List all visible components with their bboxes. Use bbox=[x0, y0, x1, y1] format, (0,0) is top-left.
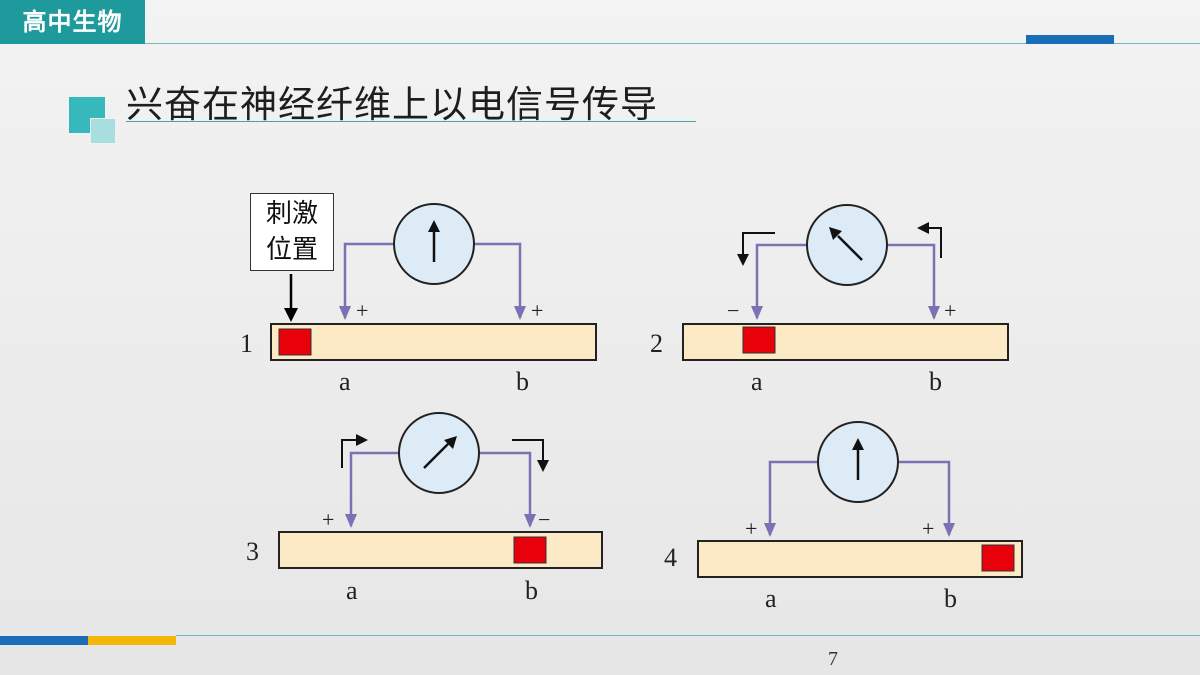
title-decoration-square-small bbox=[90, 118, 116, 144]
electrode-arrowhead bbox=[928, 306, 940, 320]
electrode-arrowhead bbox=[524, 514, 536, 528]
panel-number: 1 bbox=[240, 329, 253, 358]
needle-arrowhead-icon bbox=[428, 220, 440, 232]
stimulus-label-line2: 位置 bbox=[265, 235, 318, 265]
current-arrowhead-icon bbox=[356, 434, 368, 446]
electrode-arrowhead bbox=[764, 523, 776, 537]
electrode-arrowhead bbox=[345, 514, 357, 528]
electrode-wire bbox=[474, 242, 522, 318]
title-underline bbox=[126, 121, 696, 122]
stimulus-label-line1: 刺激 bbox=[265, 199, 318, 229]
label-a: a bbox=[346, 576, 358, 605]
panel-1: 1 a b + + bbox=[240, 203, 597, 396]
sign-right: + bbox=[531, 298, 543, 323]
label-a: a bbox=[751, 367, 763, 396]
label-a: a bbox=[765, 584, 777, 613]
slide-title: 兴奋在神经纤维上以电信号传导 bbox=[126, 83, 658, 126]
needle-arrowhead-icon bbox=[444, 436, 457, 449]
electrode-wire bbox=[898, 460, 951, 535]
label-a: a bbox=[339, 367, 351, 396]
electrode-wire bbox=[887, 243, 936, 318]
electrode-arrowhead bbox=[943, 523, 955, 537]
nerve-fiber bbox=[278, 531, 603, 569]
electrode-arrowhead bbox=[514, 306, 526, 320]
current-direction-arrow bbox=[742, 232, 775, 258]
panel-number: 3 bbox=[246, 537, 259, 566]
current-arrowhead-icon bbox=[537, 460, 549, 472]
current-direction-arrow bbox=[512, 439, 544, 462]
header-divider bbox=[145, 43, 1200, 44]
current-arrowhead-icon bbox=[737, 254, 749, 266]
electrode-arrowhead bbox=[339, 306, 351, 320]
sign-right: − bbox=[538, 507, 550, 532]
electrode-wire bbox=[755, 243, 807, 318]
electrode-arrowhead bbox=[751, 306, 763, 320]
active-spot bbox=[981, 544, 1015, 572]
electrode-wire bbox=[343, 242, 394, 318]
needle-arrowhead-icon bbox=[829, 227, 842, 240]
electrode-wire bbox=[349, 451, 399, 526]
course-tag: 高中生物 bbox=[0, 0, 145, 44]
panel-3: 3 a b + − bbox=[246, 412, 603, 605]
galvanometer-needle bbox=[837, 235, 863, 261]
label-b: b bbox=[929, 367, 942, 396]
active-spot bbox=[742, 326, 776, 354]
sign-left: + bbox=[322, 507, 334, 532]
nerve-fiber bbox=[682, 323, 1009, 361]
electrode-wire bbox=[479, 451, 532, 526]
galvanometer-needle bbox=[423, 443, 449, 469]
current-direction-arrow bbox=[925, 227, 942, 258]
active-spot bbox=[278, 328, 312, 356]
header-accent-bar bbox=[1026, 35, 1114, 44]
nerve-fiber bbox=[697, 540, 1023, 578]
needle-arrowhead-icon bbox=[852, 438, 864, 450]
stimulus-position-label: 刺激 位置 bbox=[250, 193, 334, 271]
sign-right: + bbox=[922, 516, 934, 541]
sign-right: + bbox=[944, 298, 956, 323]
current-arrowhead-icon bbox=[917, 222, 929, 234]
sign-left: + bbox=[745, 516, 757, 541]
panel-number: 2 bbox=[650, 329, 663, 358]
label-b: b bbox=[516, 367, 529, 396]
label-b: b bbox=[525, 576, 538, 605]
electrode-wire bbox=[768, 460, 818, 535]
nerve-fiber bbox=[270, 323, 597, 361]
footer-accent-yellow bbox=[88, 636, 176, 645]
footer-divider bbox=[176, 635, 1200, 636]
panel-4: 4 a b + + bbox=[664, 421, 1023, 613]
label-b: b bbox=[944, 584, 957, 613]
footer-accent-blue bbox=[0, 636, 88, 645]
page-number: 7 bbox=[828, 648, 838, 670]
sign-left: − bbox=[727, 298, 739, 323]
active-spot bbox=[513, 536, 547, 564]
stimulus-arrowhead-icon bbox=[284, 308, 298, 322]
current-direction-arrow bbox=[341, 439, 359, 468]
sign-left: + bbox=[356, 298, 368, 323]
panel-2: 2 a b − + bbox=[650, 204, 1009, 396]
panel-number: 4 bbox=[664, 543, 677, 572]
